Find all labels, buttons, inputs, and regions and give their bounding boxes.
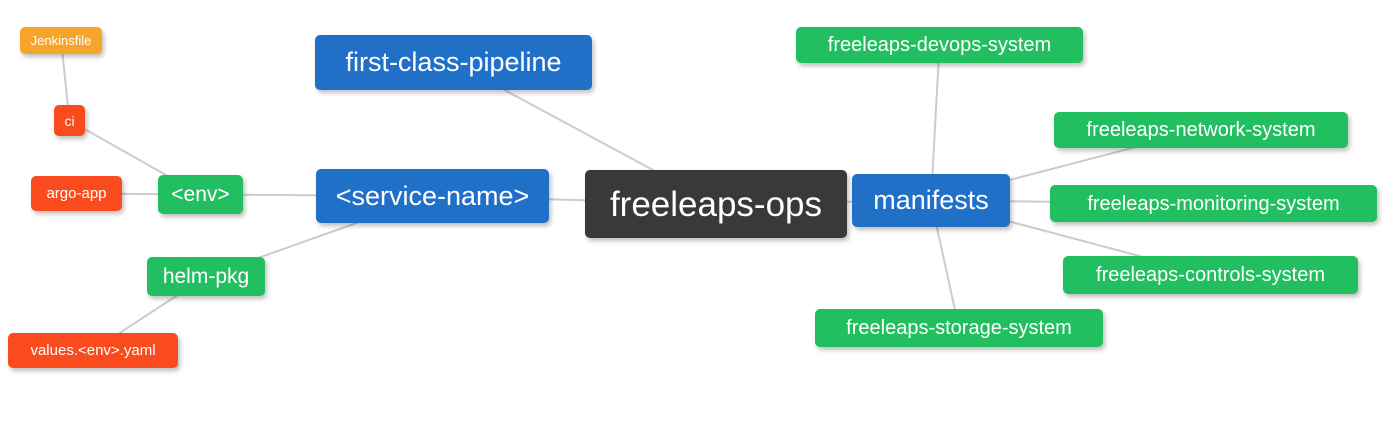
node-argo-app[interactable]: argo-app bbox=[31, 176, 122, 211]
node-values-env-yaml[interactable]: values.<env>.yaml bbox=[8, 333, 178, 368]
node-first-class-pipeline[interactable]: first-class-pipeline bbox=[315, 35, 592, 90]
node-freeleaps-devops-system[interactable]: freeleaps-devops-system bbox=[796, 27, 1083, 63]
node-manifests[interactable]: manifests bbox=[852, 174, 1010, 227]
node-freeleaps-ops[interactable]: freeleaps-ops bbox=[585, 170, 847, 238]
node-freeleaps-storage-system[interactable]: freeleaps-storage-system bbox=[815, 309, 1103, 347]
node-service-name[interactable]: <service-name> bbox=[316, 169, 549, 223]
node-freeleaps-monitoring-system[interactable]: freeleaps-monitoring-system bbox=[1050, 185, 1377, 222]
node-helm-pkg[interactable]: helm-pkg bbox=[147, 257, 265, 296]
node-freeleaps-network-system[interactable]: freeleaps-network-system bbox=[1054, 112, 1348, 148]
node-env[interactable]: <env> bbox=[158, 175, 243, 214]
node-freeleaps-controls-system[interactable]: freeleaps-controls-system bbox=[1063, 256, 1358, 294]
node-jenkinsfile[interactable]: Jenkinsfile bbox=[20, 27, 102, 54]
node-ci[interactable]: ci bbox=[54, 105, 85, 136]
